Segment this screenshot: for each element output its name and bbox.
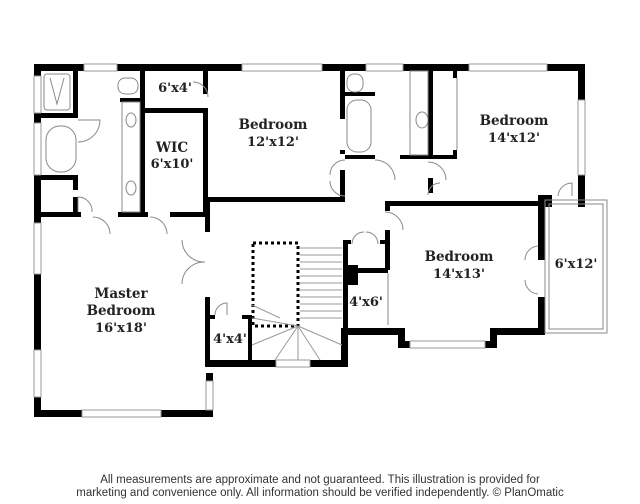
room-name: Bedroom	[239, 117, 308, 133]
room-dimensions: 6'x10'	[151, 157, 194, 172]
room-label-closet-c: 4'x4'	[213, 332, 247, 347]
balcony-outline	[544, 199, 608, 334]
room-dimensions: 12'x12'	[247, 135, 299, 150]
room-label-wic: WIC 6'x10'	[151, 140, 194, 172]
room-dimensions: 4'x4'	[213, 332, 247, 347]
room-dimensions: 4'x6'	[349, 295, 383, 310]
room-name: Bedroom	[87, 303, 156, 319]
room-dimensions: 6'x4'	[158, 81, 192, 96]
room-name: Bedroom	[480, 113, 549, 129]
doors	[77, 81, 573, 316]
bathroom-fixtures	[43, 70, 458, 325]
room-label-bedroom-4: Bedroom 14'x13'	[425, 249, 494, 282]
room-dimensions: 14'x13'	[433, 267, 485, 282]
disclaimer: All measurements are approximate and not…	[0, 474, 640, 500]
room-dimensions: 6'x12'	[555, 257, 598, 272]
room-label-balcony: 6'x12'	[555, 257, 598, 272]
disclaimer-line-1: All measurements are approximate and not…	[100, 474, 540, 486]
staircase	[251, 241, 343, 361]
room-label-closet-a: 6'x4'	[158, 81, 192, 96]
windows	[33, 63, 586, 418]
room-name: Master	[94, 286, 148, 302]
room-name: Bedroom	[425, 249, 494, 265]
room-label-closet-b: 4'x6'	[349, 295, 383, 310]
room-dimensions: 16'x18'	[95, 321, 147, 336]
room-dimensions: 14'x12'	[488, 131, 540, 146]
disclaimer-line-2: marketing and convenience only. All info…	[76, 487, 564, 499]
room-label-bedroom-2: Bedroom 12'x12'	[239, 117, 308, 150]
room-label-master-bedroom: Master Bedroom 16'x18'	[87, 286, 156, 336]
room-name: WIC	[155, 140, 188, 156]
room-label-bedroom-3: Bedroom 14'x12'	[480, 113, 549, 146]
